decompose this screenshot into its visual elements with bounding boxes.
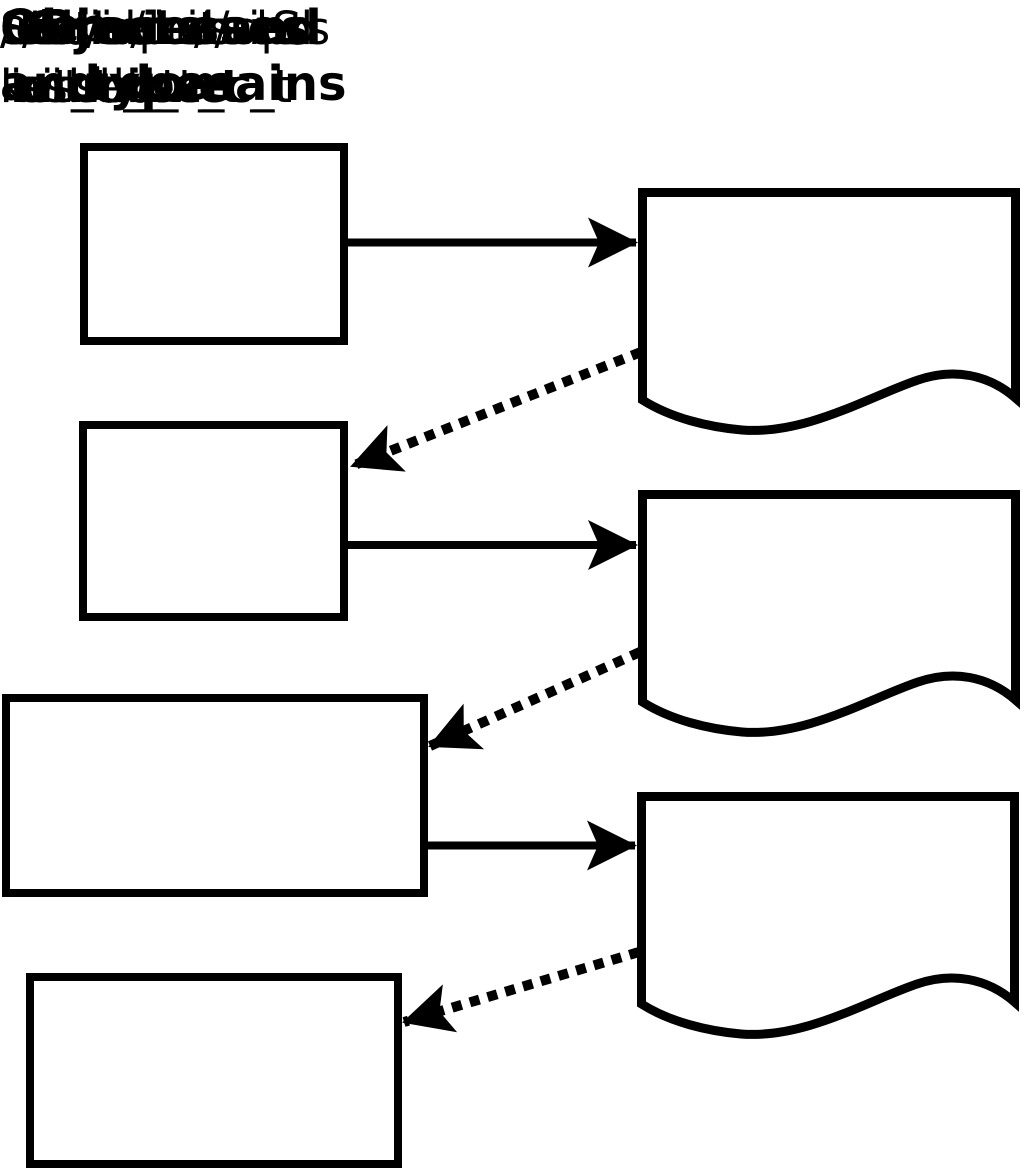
startup-scripts-box-shape bbox=[2, 694, 428, 897]
transition-arrow-rcs-to-startup bbox=[427, 647, 643, 751]
kernel-box-shape bbox=[80, 143, 348, 345]
init-box-shape bbox=[79, 421, 348, 621]
process-domain-label: init_t bbox=[0, 60, 112, 113]
startup-scripts-box: Startup scripts initrc_t bbox=[0, 0, 330, 116]
etc-initd-rcs-document: /etc/init.d/rcS initrc_exec_t bbox=[0, 0, 300, 126]
column-heading-objects: Objects and types bbox=[0, 0, 322, 112]
heading-line: Processes bbox=[37, 0, 309, 56]
object-type-label: initrc_exec_t bbox=[9, 60, 291, 113]
transition-arrow-sshd-to-sshserver bbox=[402, 947, 641, 1033]
heading-line: Objects and bbox=[0, 0, 322, 56]
init-box: Init init_t bbox=[0, 0, 111, 116]
object-path-label: /usr/sbin/sshd bbox=[0, 2, 313, 55]
transition-arrow-sbin-init-to-init bbox=[350, 347, 643, 472]
process-domain-label: initrc_t bbox=[88, 60, 242, 113]
column-heading-processes: Processes and domains bbox=[0, 0, 347, 112]
ssh-server-box-shape bbox=[26, 973, 402, 1168]
usr-sbin-sshd-document-shape bbox=[637, 792, 1019, 1039]
diagram-shapes bbox=[2, 143, 1020, 1168]
process-name-label: Init bbox=[19, 2, 92, 55]
heading-line: and domains bbox=[0, 56, 347, 112]
object-type-label: init_exec_t bbox=[0, 60, 239, 113]
object-path-label: /etc/init.d/rcS bbox=[0, 2, 301, 55]
ssh-server-box: SSH server sshd_t bbox=[0, 0, 248, 116]
process-domain-label: kernel_t bbox=[0, 60, 179, 113]
sbin-init-document: /sbin/init init_exec_t bbox=[0, 0, 238, 126]
object-type-label: sshd_exec_t bbox=[20, 60, 293, 113]
sbin-init-document-shape bbox=[638, 188, 1020, 435]
exec-arrow-label: exec bbox=[0, 0, 105, 52]
process-domain-label: sshd_t bbox=[51, 60, 196, 113]
process-name-label: Startup scripts bbox=[0, 2, 331, 55]
etc-initd-rcs-document-shape bbox=[638, 490, 1020, 737]
process-name-label: Kernel bbox=[18, 2, 161, 55]
object-path-label: /sbin/init bbox=[21, 2, 217, 55]
usr-sbin-sshd-document: /usr/sbin/sshd sshd_exec_t bbox=[0, 0, 313, 126]
process-name-label: SSH server bbox=[0, 2, 248, 55]
kernel-box: Kernel kernel_t bbox=[0, 0, 179, 116]
heading-line: types bbox=[86, 56, 236, 112]
